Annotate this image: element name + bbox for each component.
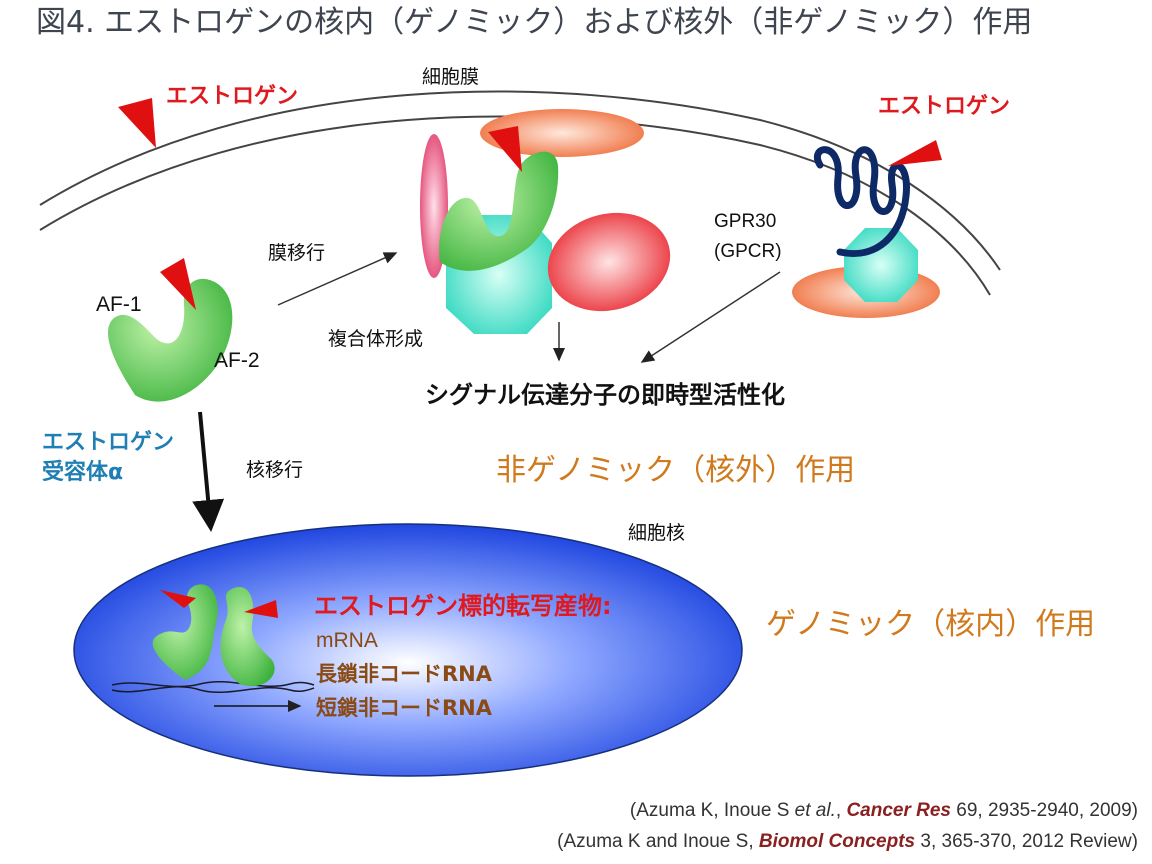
complex-orange-ellipse — [480, 109, 644, 157]
citation-2: (Azuma K and Inoue S, Biomol Concepts 3,… — [557, 832, 1138, 851]
gpr30-label: GPR30 — [714, 211, 777, 232]
dna-strand — [111, 680, 315, 694]
gpcr-coil-icon — [814, 146, 910, 257]
estrogen-triangle-complex — [488, 126, 522, 172]
af2-label: AF-2 — [214, 349, 260, 372]
citation-1-etal: et al. — [794, 800, 836, 821]
citation-2-journal: Biomol Concepts — [758, 831, 916, 852]
estrogen-label-left: エストロゲン — [166, 84, 299, 109]
arrow-nuclear-translocation — [192, 411, 225, 532]
targets-title: エストロゲン標的転写産物: — [314, 592, 612, 620]
receptor-label-line1: エストロゲン — [42, 430, 175, 455]
gpcr-label: (GPCR) — [714, 241, 782, 262]
membrane-outer-line — [39, 90, 1001, 271]
citation-1: (Azuma K, Inoue S et al., Cancer Res 69,… — [630, 801, 1138, 820]
af1-label: AF-1 — [96, 293, 142, 316]
genomic-action-label: ゲノミック（核内）作用 — [766, 607, 1096, 642]
membrane-inner-line — [39, 115, 991, 296]
nuclear-receptor-left — [152, 584, 218, 680]
complex-receptor-shape — [439, 151, 559, 271]
citation-1-journal: Cancer Res — [846, 800, 951, 821]
nucleus-ellipse — [73, 523, 743, 777]
citation-2-details: 3, 365-370, 2012 Review) — [915, 831, 1138, 852]
nuclear-translocation-label: 核移行 — [246, 459, 304, 481]
estrogen-triangle-nuclear-left — [160, 590, 196, 608]
target-mrna: mRNA — [316, 629, 378, 652]
page-title: 図4. エストロゲンの核内（ゲノミック）および核外（非ゲノミック）作用 — [36, 5, 1033, 40]
nongenomic-action-label: 非ゲノミック（核外）作用 — [496, 453, 856, 488]
arrow-gpr30-to-signal — [640, 271, 781, 363]
nucleus-label: 細胞核 — [628, 522, 686, 544]
estrogen-triangle-left — [118, 98, 156, 148]
complex-red-ellipse — [547, 212, 671, 312]
estrogen-triangle-nuclear-right — [244, 600, 278, 618]
signal-activation-label: シグナル伝達分子の即時型活性化 — [425, 381, 785, 409]
membrane-label: 細胞膜 — [422, 66, 480, 88]
gpr30-teal-octagon — [844, 228, 918, 302]
citation-1-authors: (Azuma K, Inoue S — [629, 800, 795, 821]
membrane-translocation-label: 膜移行 — [268, 242, 326, 264]
receptor-alpha-shape — [108, 278, 233, 402]
receptor-label-line2: 受容体α — [42, 460, 124, 485]
arrow-membrane-translocation — [277, 252, 398, 306]
citation-1-separator: , — [835, 800, 847, 821]
estrogen-triangle-right — [888, 140, 942, 166]
citation-1-details: 69, 2935-2940, 2009) — [951, 800, 1138, 821]
target-sncrna: 短鎖非コードRNA — [316, 696, 492, 720]
estrogen-label-right: エストロゲン — [878, 94, 1011, 119]
complex-formation-label: 複合体形成 — [328, 328, 424, 350]
nuclear-receptor-right — [220, 587, 275, 687]
target-lncrna: 長鎖非コードRNA — [316, 662, 492, 686]
estrogen-triangle-receptor — [160, 258, 196, 310]
citation-2-authors: (Azuma K and Inoue S, — [557, 831, 759, 852]
